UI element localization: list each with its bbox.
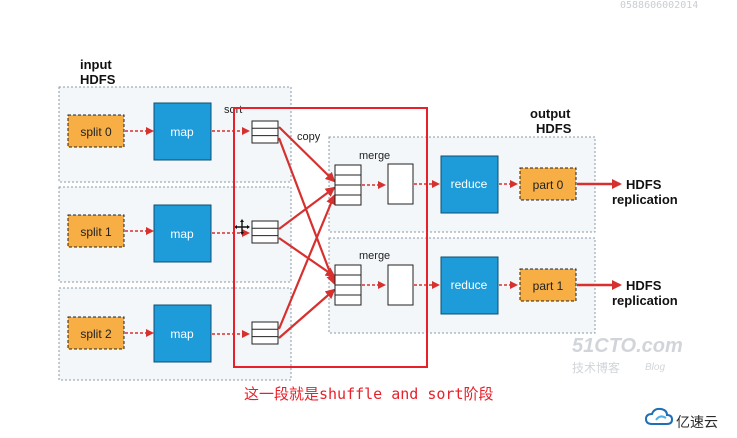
- reduce-label-1: reduce: [451, 278, 488, 292]
- part-box-1: part 1: [519, 268, 577, 302]
- site-watermark-blog: Blog: [645, 362, 665, 373]
- split-label-2: split 2: [80, 327, 112, 341]
- top-watermark: 0588606002014: [620, 0, 698, 11]
- split-box-2: split 2: [67, 316, 125, 350]
- input-label-line2: HDFS: [80, 72, 116, 87]
- reduce-box-1: reduce: [440, 256, 499, 315]
- map-output-buffer-1: [251, 220, 279, 244]
- map-box-1: map: [153, 204, 212, 263]
- reduce-input-buffer-1: [334, 264, 362, 306]
- copy-label: copy: [297, 131, 321, 143]
- brand-name: 亿速云: [676, 414, 718, 430]
- split-label-0: split 0: [80, 125, 112, 139]
- merged-file-1: [387, 264, 414, 306]
- part-label-1: part 1: [533, 279, 564, 293]
- input-label-line1: input: [80, 57, 112, 72]
- merge-label-0: merge: [359, 150, 390, 162]
- map-box-0: map: [153, 102, 212, 161]
- site-watermark-sub: 技术博客: [572, 360, 620, 375]
- reduce-input-buffer-0: [334, 164, 362, 206]
- split-label-1: split 1: [80, 225, 112, 239]
- copy-arrow-0-1: [277, 137, 336, 285]
- merge-label-1: merge: [359, 250, 390, 262]
- map-label-1: map: [170, 227, 194, 241]
- copy-arrow-2-1: [278, 288, 336, 339]
- hdfs-out-0-line2: replication: [612, 192, 678, 207]
- site-watermark-logo: 51CTO.com 技术博客 Blog: [572, 335, 683, 375]
- reduce-label-0: reduce: [451, 177, 488, 191]
- site-watermark-text: 51CTO.com: [572, 335, 683, 357]
- map-label-2: map: [170, 327, 194, 341]
- move-cursor-icon: [234, 219, 250, 235]
- map-output-buffer-2: [251, 321, 279, 345]
- map-label-0: map: [170, 125, 194, 139]
- reduce-box-0: reduce: [440, 155, 499, 214]
- merged-file-0: [387, 163, 414, 205]
- caption-text: 这一段就是shuffle and sort阶段: [244, 385, 494, 403]
- split-box-0: split 0: [67, 114, 125, 148]
- brand-cloud-icon: [644, 407, 674, 425]
- copy-arrows: [277, 126, 336, 339]
- copy-arrow-1-0: [278, 186, 336, 230]
- hdfs-out-1-line1: HDFS: [626, 278, 662, 293]
- hdfs-out-0-line1: HDFS: [626, 177, 662, 192]
- copy-arrow-0-0: [278, 126, 336, 183]
- map-box-2: map: [153, 304, 212, 363]
- brand-logo: 亿速云: [644, 407, 718, 430]
- output-label-line2: HDFS: [536, 121, 572, 136]
- split-box-1: split 1: [67, 214, 125, 248]
- output-label-line1: output: [530, 106, 571, 121]
- copy-arrow-2-0: [277, 194, 336, 330]
- copy-arrow-1-1: [278, 237, 336, 278]
- hdfs-out-1-line2: replication: [612, 293, 678, 308]
- part-label-0: part 0: [533, 178, 564, 192]
- map-output-buffer-0: [251, 120, 279, 144]
- shuffle-sort-highlight: [233, 107, 428, 368]
- part-box-0: part 0: [519, 167, 577, 201]
